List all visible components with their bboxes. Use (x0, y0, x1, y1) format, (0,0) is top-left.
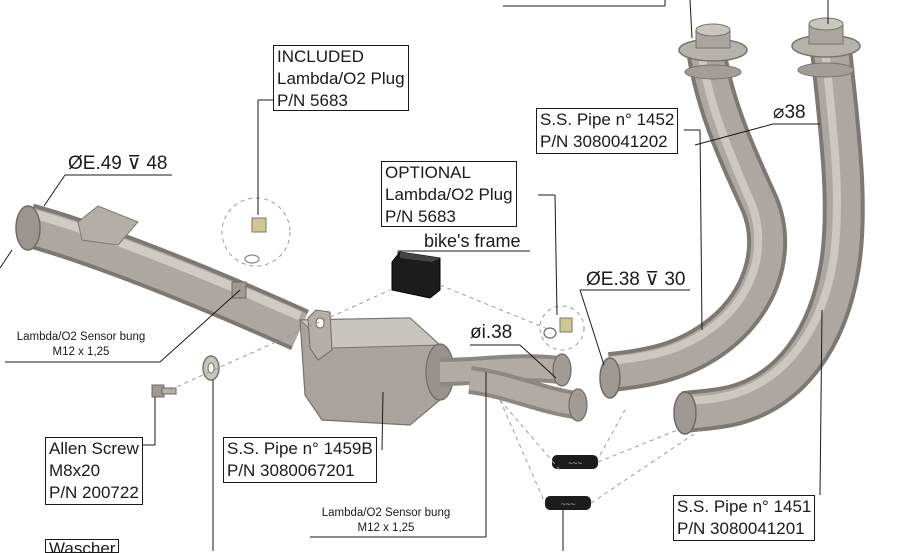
dim-outlet-depth: 30 (664, 269, 686, 290)
springs: ~~~ ~~~ (545, 455, 598, 510)
allen-screw-label: Allen Screw M8x20 P/N 200722 (45, 437, 143, 505)
washer-line-1: Wascher (49, 539, 116, 553)
dim-outlet: ØE.38 ⊽ 30 (586, 268, 686, 291)
optional-plug-line-3: P/N 5683 (385, 207, 456, 226)
dim-inlet-main-dia: ØE.49 (68, 153, 122, 174)
included-plug (221, 197, 291, 267)
sensor-bung-2-line-1: Lambda/O2 Sensor bung (321, 507, 451, 519)
bike-frame-label: bike's frame (424, 231, 521, 251)
included-plug-line-1: INCLUDED (277, 47, 364, 66)
sensor-bung-1-label: Lambda/O2 Sensor bung M12 x 1,25 (6, 331, 156, 358)
pipe-1459b-label: S.S. Pipe n° 1459B P/N 3080067201 (223, 437, 377, 483)
assembly-lines (169, 284, 701, 504)
dim-inlet-main: ØE.49 ⊽ 48 (68, 152, 168, 175)
diameter-symbol-icon: ⌀ (773, 102, 785, 123)
sensor-bung-2-line-2: M12 x 1,25 (357, 522, 415, 534)
pipe-1459b-line-2: P/N 3080067201 (227, 461, 355, 480)
pipe-1451-line-2: P/N 3080041201 (677, 519, 805, 538)
washer (202, 355, 220, 381)
allen-screw-line-1: Allen Screw (49, 439, 139, 458)
link-pipe (15, 203, 310, 351)
sensor-bung-1-line-2: M12 x 1,25 (52, 346, 110, 358)
included-plug-label: INCLUDED Lambda/O2 Plug P/N 5683 (273, 45, 409, 111)
sensor-bung-1-line-1: Lambda/O2 Sensor bung (16, 331, 146, 343)
optional-plug-label: OPTIONAL Lambda/O2 Plug P/N 5683 (381, 161, 517, 227)
allen-screw-line-2: M8x20 (49, 461, 101, 480)
svg-text:~~~: ~~~ (568, 459, 582, 468)
pipe-1452-line-1: S.S. Pipe n° 1452 (540, 110, 675, 129)
sensor-bung-2-label: Lambda/O2 Sensor bung M12 x 1,25 (310, 507, 462, 534)
optional-plug-line-2: Lambda/O2 Plug (385, 185, 513, 204)
allen-screw (151, 384, 177, 398)
y-collector (439, 353, 588, 422)
pipe-1452-line-2: P/N 3080041202 (540, 132, 668, 151)
pipe-1451 (673, 17, 865, 435)
svg-text:~~~: ~~~ (561, 500, 575, 509)
pipe-1451-label: S.S. Pipe n° 1451 P/N 3080041201 (673, 495, 816, 541)
dim-pipe-dia: ⌀38 (773, 101, 806, 124)
pipe-1451-line-1: S.S. Pipe n° 1451 (677, 497, 812, 516)
optional-plug (539, 305, 585, 351)
dim-outlet-dia: ØE.38 (586, 269, 640, 290)
included-plug-line-3: P/N 5683 (277, 91, 348, 110)
catalyst-body (298, 309, 455, 426)
allen-screw-line-3: P/N 200722 (49, 483, 139, 502)
pipe-1459b-line-1: S.S. Pipe n° 1459B (227, 439, 373, 458)
dim-pipe-dia-value: 38 (784, 102, 806, 123)
pipe-1452-label: S.S. Pipe n° 1452 P/N 3080041202 (536, 108, 679, 154)
optional-plug-line-1: OPTIONAL (385, 163, 471, 182)
depth-symbol-icon: ⊽ (127, 153, 142, 174)
pipe-1452 (599, 23, 788, 399)
included-plug-line-2: Lambda/O2 Plug (277, 69, 405, 88)
dim-inner: øi.38 (470, 322, 513, 343)
leader-lines (0, 0, 829, 551)
dim-inlet-main-depth: 48 (146, 153, 168, 174)
frame-bracket (391, 251, 441, 299)
depth-symbol-icon: ⊽ (645, 269, 660, 290)
